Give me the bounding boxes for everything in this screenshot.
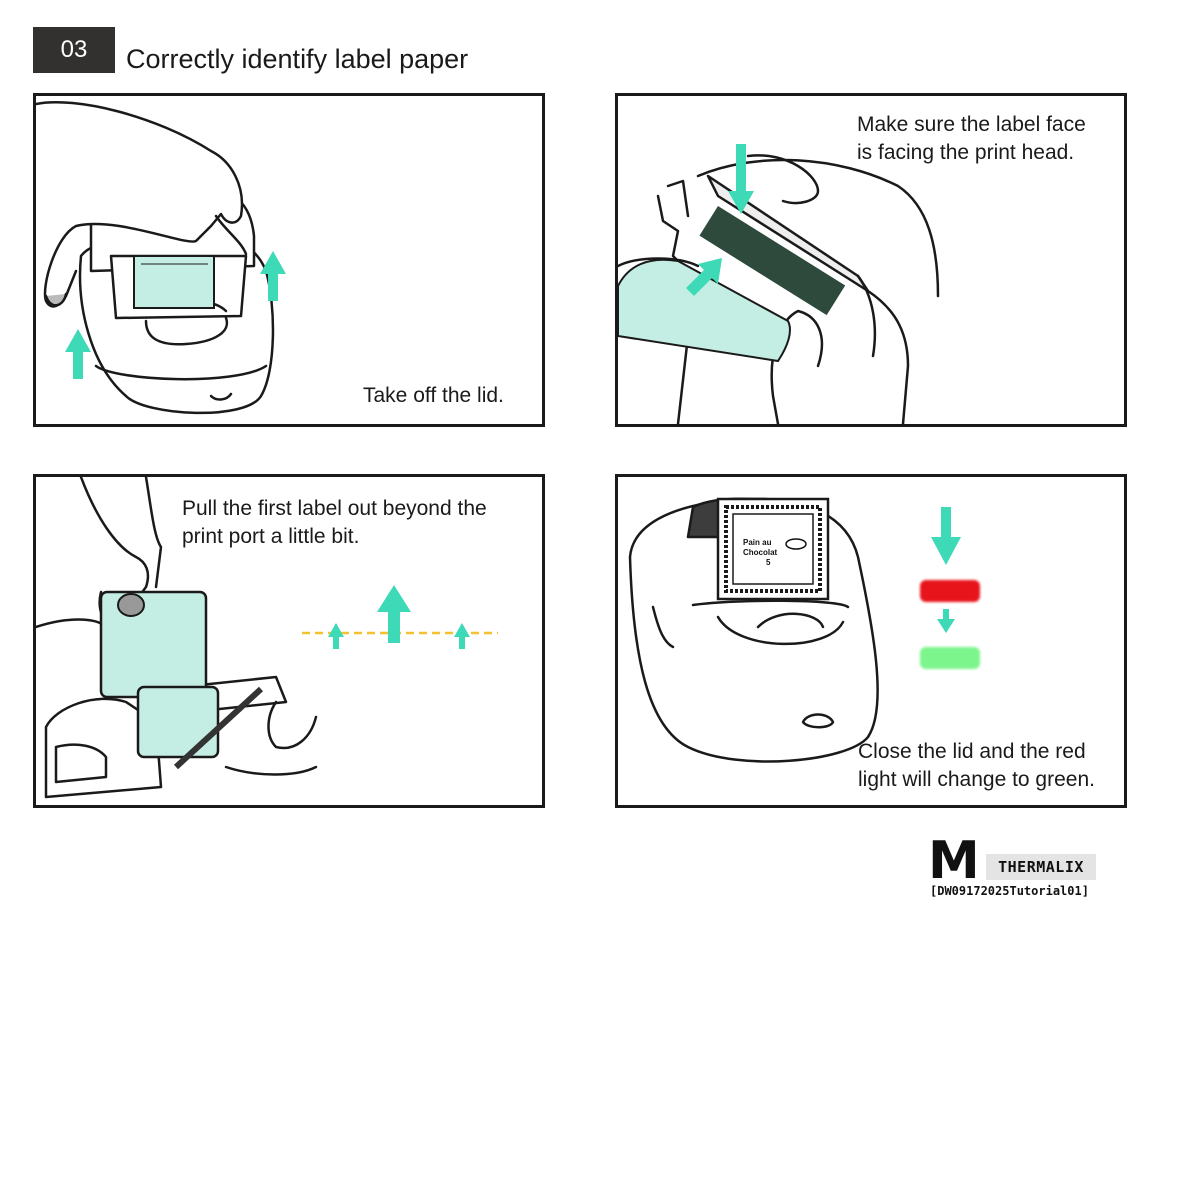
arrow-down-icon	[728, 144, 754, 214]
arrow-diagonal-icon	[686, 258, 722, 296]
step-panel-take-off-lid: Take off the lid.	[33, 93, 545, 427]
label-text-line3: 5	[766, 558, 771, 567]
printer-lid-illustration	[36, 100, 286, 415]
step-panel-label-face: Make sure the label face is facing the p…	[615, 93, 1127, 427]
page-title: Correctly identify label paper	[126, 44, 469, 74]
arrow-up-icon	[454, 623, 470, 649]
print-head-illustration	[618, 144, 940, 424]
arrow-down-icon	[937, 609, 955, 633]
document-code: [DW09172025Tutorial01]	[930, 884, 1089, 898]
step-panel-pull-label: Pull the first label out beyond the prin…	[33, 474, 545, 808]
step-caption: Pull the first label out beyond the prin…	[182, 497, 487, 548]
arrow-up-icon	[65, 329, 91, 379]
step-caption: Make sure the label face is facing the p…	[857, 113, 1086, 164]
step-caption: Take off the lid.	[363, 384, 504, 407]
label-text-line2: Chocolat	[743, 548, 778, 557]
brand-name: THERMALIX	[986, 854, 1096, 880]
croissant-icon	[785, 538, 807, 550]
red-light-icon	[920, 580, 980, 602]
green-light-icon	[920, 647, 980, 669]
arrow-down-icon	[931, 507, 961, 565]
step-panel-close-lid: Pain au Chocolat 5 Close the lid and the…	[615, 474, 1127, 808]
brand-logo-letter: M	[928, 831, 980, 891]
pull-label-illustration	[36, 477, 498, 799]
step-number-badge: 03	[33, 27, 115, 73]
arrow-up-icon	[260, 251, 286, 301]
arrow-up-icon	[377, 585, 411, 643]
label-text-line1: Pain au	[743, 538, 772, 547]
arrow-up-icon	[328, 623, 344, 649]
closed-printer-illustration: Pain au Chocolat 5	[628, 497, 980, 763]
brand-logo: M THERMALIX [DW09172025Tutorial01]	[928, 831, 1128, 918]
step-caption: Close the lid and the red light will cha…	[858, 740, 1095, 791]
